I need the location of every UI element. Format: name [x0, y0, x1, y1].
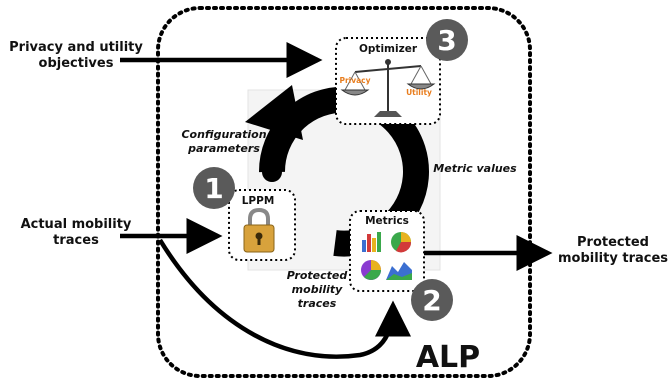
config-params-label-line1: Configuration: [181, 128, 266, 141]
alp-boundary: [156, 6, 532, 378]
actual-traces-label-line2: traces: [53, 233, 99, 248]
padlock-icon: [243, 207, 275, 253]
actual-traces-label-line1: Actual mobility: [21, 217, 132, 232]
svg-text:1: 1: [204, 172, 223, 205]
metrics-box: Metrics: [349, 210, 425, 292]
metrics-title: Metrics: [365, 215, 409, 227]
optimizer-box: Optimizer Privacy Utility: [335, 37, 441, 125]
objectives-label-line2: objectives: [39, 56, 114, 71]
charts-icon: [361, 232, 412, 280]
protected-loop-label-line1: Protected: [287, 269, 348, 282]
badge-3: 3: [426, 19, 468, 61]
protected-output-label-line2: mobility traces: [558, 251, 668, 266]
svg-text:2: 2: [422, 284, 441, 317]
actual-traces-curve-arrow: [158, 238, 411, 359]
lppm-box: LPPM: [228, 189, 296, 261]
badge-1: 1: [193, 167, 235, 209]
objectives-label-line1: Privacy and utility: [9, 40, 143, 55]
optimizer-title: Optimizer: [359, 43, 418, 55]
metric-values-label: Metric values: [433, 162, 517, 175]
config-params-label-line2: parameters: [187, 142, 260, 155]
protected-loop-label-line2: mobility: [292, 283, 343, 296]
lppm-title: LPPM: [242, 195, 275, 207]
balance-scale-icon: [340, 59, 436, 117]
utility-pan-label: Utility: [406, 88, 432, 97]
svg-text:3: 3: [437, 24, 456, 57]
alp-label: ALP: [416, 340, 480, 375]
privacy-pan-label: Privacy: [339, 76, 370, 85]
protected-output-label-line1: Protected: [577, 235, 649, 250]
protected-loop-label-line3: traces: [298, 297, 337, 310]
badge-2: 2: [411, 279, 453, 321]
